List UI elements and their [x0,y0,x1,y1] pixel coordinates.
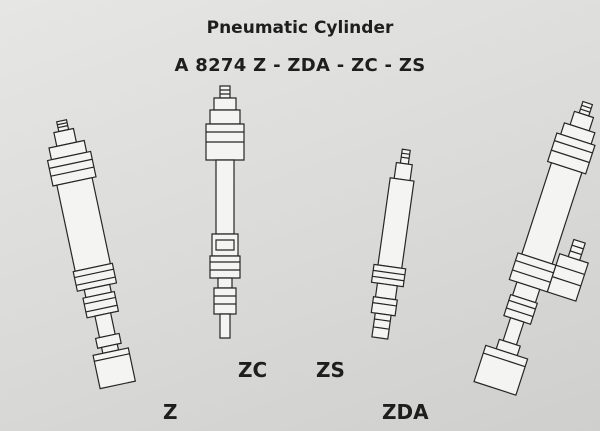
cylinder-zc [205,85,245,339]
label-zs: ZS [316,358,345,382]
label-zc: ZC [238,358,268,382]
diagram-title: Pneumatic Cylinder [206,18,394,38]
cylinder-zda [473,100,596,396]
label-z: Z [163,400,178,424]
model-designation: A 8274 Z - ZDA - ZC - ZS [174,55,426,76]
label-zda: ZDA [382,400,429,424]
cylinder-zs [370,148,415,340]
cylinder-z [46,119,137,390]
